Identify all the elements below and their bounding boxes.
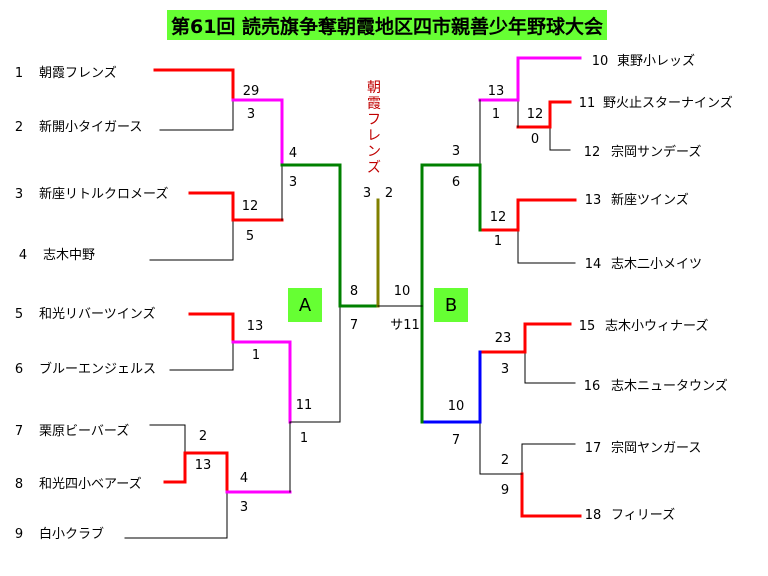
team-seed: 9 (15, 527, 23, 542)
score: 1 (252, 348, 260, 363)
score: 5 (246, 229, 254, 244)
score: 4 (289, 146, 297, 161)
score: 10 (394, 284, 411, 299)
score: 2 (199, 429, 207, 444)
team-seed: 4 (19, 248, 27, 263)
team-seed: 6 (15, 362, 23, 377)
team-seed: 3 (15, 187, 23, 202)
score: 3 (363, 186, 371, 201)
score: 10 (448, 399, 465, 414)
score: 3 (501, 362, 509, 377)
score: 3 (289, 175, 297, 190)
title-banner: 第61回 読売旗争奪朝霞地区四市親善少年野球大会 (167, 10, 607, 40)
team-seed: 5 (15, 307, 23, 322)
score: 3 (452, 144, 460, 159)
team-seed: 17 (585, 441, 602, 456)
team-seed: 8 (15, 477, 23, 492)
score: 2 (501, 453, 509, 468)
score: 7 (452, 433, 460, 448)
score: 8 (350, 284, 358, 299)
team-name: 志木二小メイツ (611, 257, 702, 272)
team-seed: 13 (585, 193, 602, 208)
team-seed: 11 (579, 96, 596, 111)
score: 6 (452, 175, 460, 190)
score: 11 (296, 398, 313, 413)
team-name: 和光リバーツインズ (39, 306, 155, 322)
score: 0 (531, 132, 539, 147)
score: サ11 (390, 318, 420, 333)
team-seed: 7 (15, 424, 23, 439)
team-seed: 16 (584, 379, 601, 394)
team-name: 宗岡ヤンガース (611, 440, 701, 456)
score: 13 (247, 319, 264, 334)
team-name: フィリーズ (611, 507, 675, 523)
team-name: 志木小ウィナーズ (605, 318, 708, 334)
score: 23 (495, 331, 512, 346)
team-name: 宗岡サンデーズ (611, 144, 701, 160)
score: 2 (385, 186, 393, 201)
team-seed: 18 (585, 508, 602, 523)
block-a-badge: A (288, 288, 322, 322)
score: 1 (494, 234, 502, 249)
score: 7 (350, 318, 358, 333)
score: 4 (240, 471, 248, 486)
score: 29 (243, 84, 260, 99)
score: 12 (242, 199, 259, 214)
team-name: 野火止スターナインズ (603, 95, 733, 111)
team-name: 新座リトルクロメーズ (39, 186, 168, 202)
team-name: 東野小レッズ (617, 53, 695, 69)
score: 12 (490, 210, 507, 225)
score: 13 (488, 84, 505, 99)
score: 1 (492, 107, 500, 122)
page-title: 第61回 読売旗争奪朝霞地区四市親善少年野球大会 (170, 15, 604, 38)
team-name: 栗原ビーバーズ (39, 423, 129, 439)
block-b-badge: B (434, 288, 468, 322)
team-name: 和光四小ベアーズ (39, 476, 142, 492)
score: 3 (247, 107, 255, 122)
champion-label: 朝霞フレンズ (367, 80, 381, 176)
team-seed: 2 (15, 120, 23, 135)
team-seed: 15 (579, 319, 596, 334)
team-name: 志木ニュータウンズ (611, 378, 728, 394)
team-seed: 10 (592, 54, 609, 69)
score: 1 (300, 431, 308, 446)
team-seed: 12 (584, 145, 601, 160)
score: 9 (501, 483, 509, 498)
team-seed: 14 (585, 257, 602, 272)
score: 13 (195, 458, 212, 473)
team-name: 白小クラブ (39, 526, 104, 542)
team-name: 新開小タイガース (39, 119, 142, 135)
score: 12 (527, 107, 544, 122)
team-name: 新座ツインズ (611, 192, 689, 208)
team-seed: 1 (15, 66, 23, 81)
team-name: 朝霞フレンズ (39, 65, 117, 81)
team-name: ブルーエンジェルス (39, 361, 156, 377)
score: 3 (240, 500, 248, 515)
team-name: 志木中野 (43, 248, 95, 263)
